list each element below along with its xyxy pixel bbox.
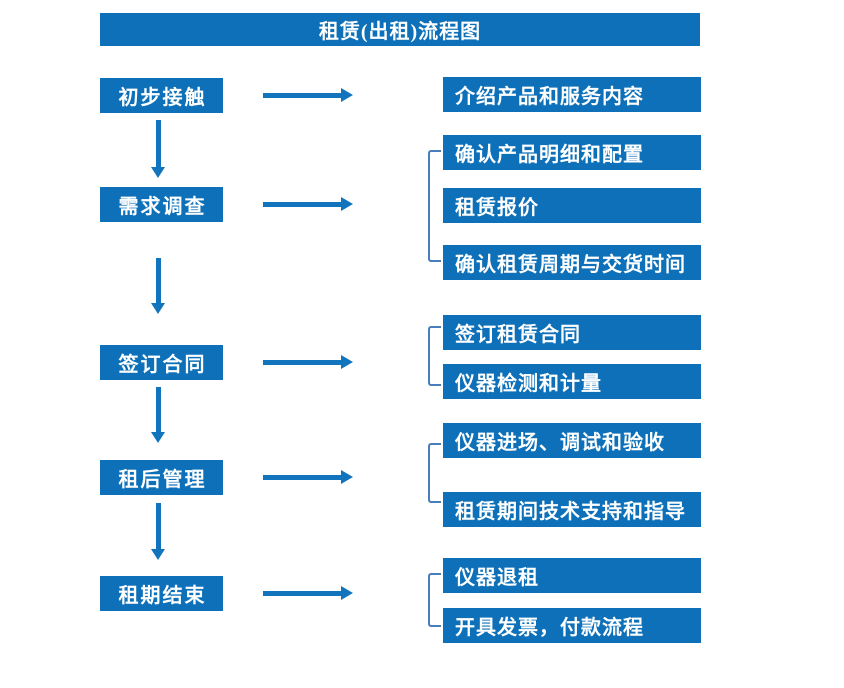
right-arrow-head-icon	[341, 586, 353, 600]
detail-box-confirm-product-config: 确认产品明细和配置	[443, 135, 701, 170]
down-arrow-head-icon	[151, 167, 165, 178]
right-arrow-shaft	[263, 360, 342, 365]
down-arrow-3	[151, 387, 166, 443]
detail-box-tech-support: 租赁期间技术支持和指导	[443, 492, 701, 527]
down-arrow-head-icon	[151, 432, 165, 443]
down-arrow-shaft	[156, 503, 161, 549]
right-arrow-head-icon	[341, 88, 353, 102]
stage-box-demand-survey: 需求调查	[100, 187, 223, 222]
stage-box-lease-end: 租期结束	[100, 576, 223, 611]
right-arrow-2	[263, 197, 353, 212]
flowchart-title: 租赁(出租)流程图	[100, 13, 700, 46]
right-arrow-4	[263, 470, 353, 485]
down-arrow-2	[151, 258, 166, 314]
down-arrow-shaft	[156, 387, 161, 432]
right-arrow-5	[263, 586, 353, 601]
down-arrow-head-icon	[151, 303, 165, 314]
group-bracket-post-rental	[428, 443, 441, 503]
right-arrow-shaft	[263, 591, 342, 596]
down-arrow-head-icon	[151, 549, 165, 560]
right-arrow-3	[263, 355, 353, 370]
stage-box-post-rental-management: 租后管理	[100, 460, 223, 495]
stage-box-initial-contact: 初步接触	[100, 78, 223, 113]
right-arrow-shaft	[263, 475, 342, 480]
down-arrow-1	[151, 120, 166, 178]
group-bracket-demand-survey	[428, 150, 441, 262]
right-arrow-shaft	[263, 93, 342, 98]
right-arrow-head-icon	[341, 355, 353, 369]
right-arrow-1	[263, 88, 353, 103]
detail-box-rental-quote: 租赁报价	[443, 188, 701, 223]
detail-box-instrument-return: 仪器退租	[443, 558, 701, 593]
detail-box-instrument-arrival: 仪器进场、调试和验收	[443, 423, 701, 458]
detail-box-intro-products: 介绍产品和服务内容	[443, 77, 701, 112]
right-arrow-shaft	[263, 202, 342, 207]
right-arrow-head-icon	[341, 197, 353, 211]
group-bracket-contract-signing	[428, 326, 441, 386]
down-arrow-4	[151, 503, 166, 560]
down-arrow-shaft	[156, 258, 161, 303]
detail-box-invoice-payment: 开具发票，付款流程	[443, 608, 701, 643]
stage-box-contract-signing: 签订合同	[100, 345, 223, 380]
group-bracket-lease-end	[428, 573, 441, 627]
detail-box-sign-rental-contract: 签订租赁合同	[443, 315, 701, 350]
detail-box-confirm-period-delivery: 确认租赁周期与交货时间	[443, 245, 701, 280]
right-arrow-head-icon	[341, 470, 353, 484]
down-arrow-shaft	[156, 120, 161, 167]
detail-box-instrument-testing: 仪器检测和计量	[443, 364, 701, 399]
